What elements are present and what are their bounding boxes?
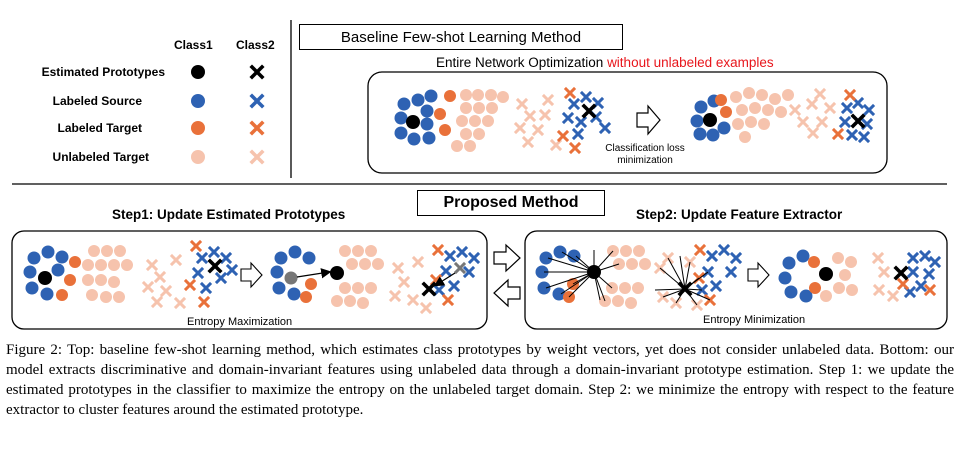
classification-loss-label: Classification loss minimization [589,143,701,167]
step2-after-cluster [778,249,941,303]
legend-label-labeled-target: Labeled Target [57,121,142,135]
step2-before-cluster [535,244,742,311]
baseline-title-box: Baseline Few-shot Learning Method [299,24,623,50]
legend-label-labeled-source: Labeled Source [52,94,142,108]
classification-loss-label-line2: minimization [617,155,673,166]
legend-class2-source-icon [250,94,264,108]
classification-loss-label-line1: Classification loss [605,143,685,154]
step2-to-step1-arrow [493,278,521,308]
legend-class1-prototype-icon [191,65,205,79]
baseline-subtitle: Entire Network Optimization without unla… [436,55,774,70]
step2-inner-arrow [747,261,770,289]
step1-inner-arrow [240,261,263,289]
baseline-before-cluster [394,87,611,154]
baseline-title: Baseline Few-shot Learning Method [340,28,582,46]
baseline-subtitle-main: Entire Network Optimization [436,55,608,70]
step1-to-step2-arrow [493,243,521,273]
baseline-transition-arrow [636,104,661,136]
proposed-title-box: Proposed Method [417,190,605,216]
step1-before-cluster [23,240,238,309]
legend-class2-header: Class2 [236,38,275,52]
legend-class1-unlabeled-icon [191,150,205,164]
figure-caption: Figure 2: Top: baseline few-shot learnin… [6,342,954,418]
step2-label: Entropy Minimization [703,314,806,326]
step1-after-cluster [270,244,480,314]
legend-class1-source-icon [191,94,205,108]
step1-title: Step1: Update Estimated Prototypes [112,207,346,222]
legend-class2-target-icon [250,121,264,135]
legend-label-estimated-prototypes: Estimated Prototypes [41,65,165,79]
legend-label-unlabeled-target: Unlabeled Target [52,150,149,164]
baseline-after-cluster [690,87,875,143]
legend-class2-unlabeled-icon [250,150,264,164]
legend-class1-header: Class1 [174,38,213,52]
proposed-title: Proposed Method [443,194,579,211]
baseline-subtitle-red: without unlabeled examples [607,55,774,70]
legend-class1-target-icon [191,121,205,135]
legend-class2-prototype-icon [250,65,264,79]
step1-label: Entropy Maximization [187,316,293,328]
step2-title: Step2: Update Feature Extractor [636,207,843,222]
